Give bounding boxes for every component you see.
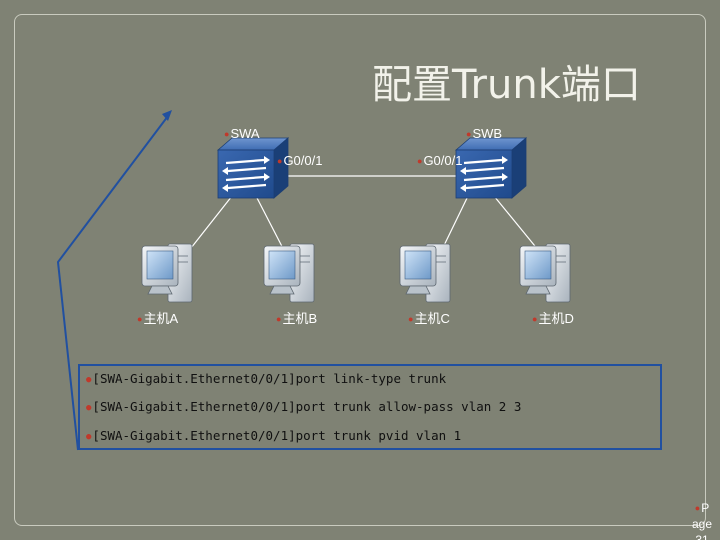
bullet-icon: ● [694, 503, 701, 513]
switch-a-port-label: ●G0/0/1 [277, 153, 323, 168]
bullet-icon: ● [276, 314, 282, 324]
switch-a-label: ●SWA [224, 126, 260, 141]
bullet-icon: ● [137, 314, 143, 324]
bullet-icon: ● [277, 156, 283, 166]
bullet-icon: ● [224, 129, 230, 139]
switch-a-icon [216, 137, 290, 199]
host-c-pc-icon [399, 243, 451, 303]
bullet-icon: ● [417, 156, 423, 166]
bullet-icon: ● [86, 403, 92, 413]
callout-arrowhead [162, 110, 172, 121]
switch-b-port-label: ●G0/0/1 [417, 153, 463, 168]
command-line-2: ●[SWA-Gigabit.Ethernet0/0/1]port trunk a… [86, 399, 522, 414]
bullet-icon: ● [86, 375, 92, 385]
host-c-label: ●主机C [408, 311, 450, 326]
bullet-icon: ● [532, 314, 538, 324]
page-title: 配置Trunk端口 [372, 62, 641, 108]
slide-frame [14, 14, 706, 526]
host-a-label: ●主机A [137, 311, 179, 326]
command-line-3: ●[SWA-Gigabit.Ethernet0/0/1]port trunk p… [86, 428, 462, 443]
host-b-label: ●主机B [276, 311, 318, 326]
host-a-pc-icon [141, 243, 193, 303]
switch-b-icon [454, 137, 528, 199]
host-b-pc-icon [263, 243, 315, 303]
switch-b-label: ●SWB [466, 126, 503, 141]
bullet-icon: ● [86, 432, 92, 442]
command-line-1: ●[SWA-Gigabit.Ethernet0/0/1]port link-ty… [86, 371, 447, 386]
bullet-icon: ● [408, 314, 414, 324]
page-number: ●P age 31 [691, 501, 713, 540]
host-d-pc-icon [519, 243, 571, 303]
callout-arrow [56, 115, 169, 451]
host-d-label: ●主机D [532, 311, 574, 326]
bullet-icon: ● [466, 129, 472, 139]
command-box [78, 364, 662, 450]
